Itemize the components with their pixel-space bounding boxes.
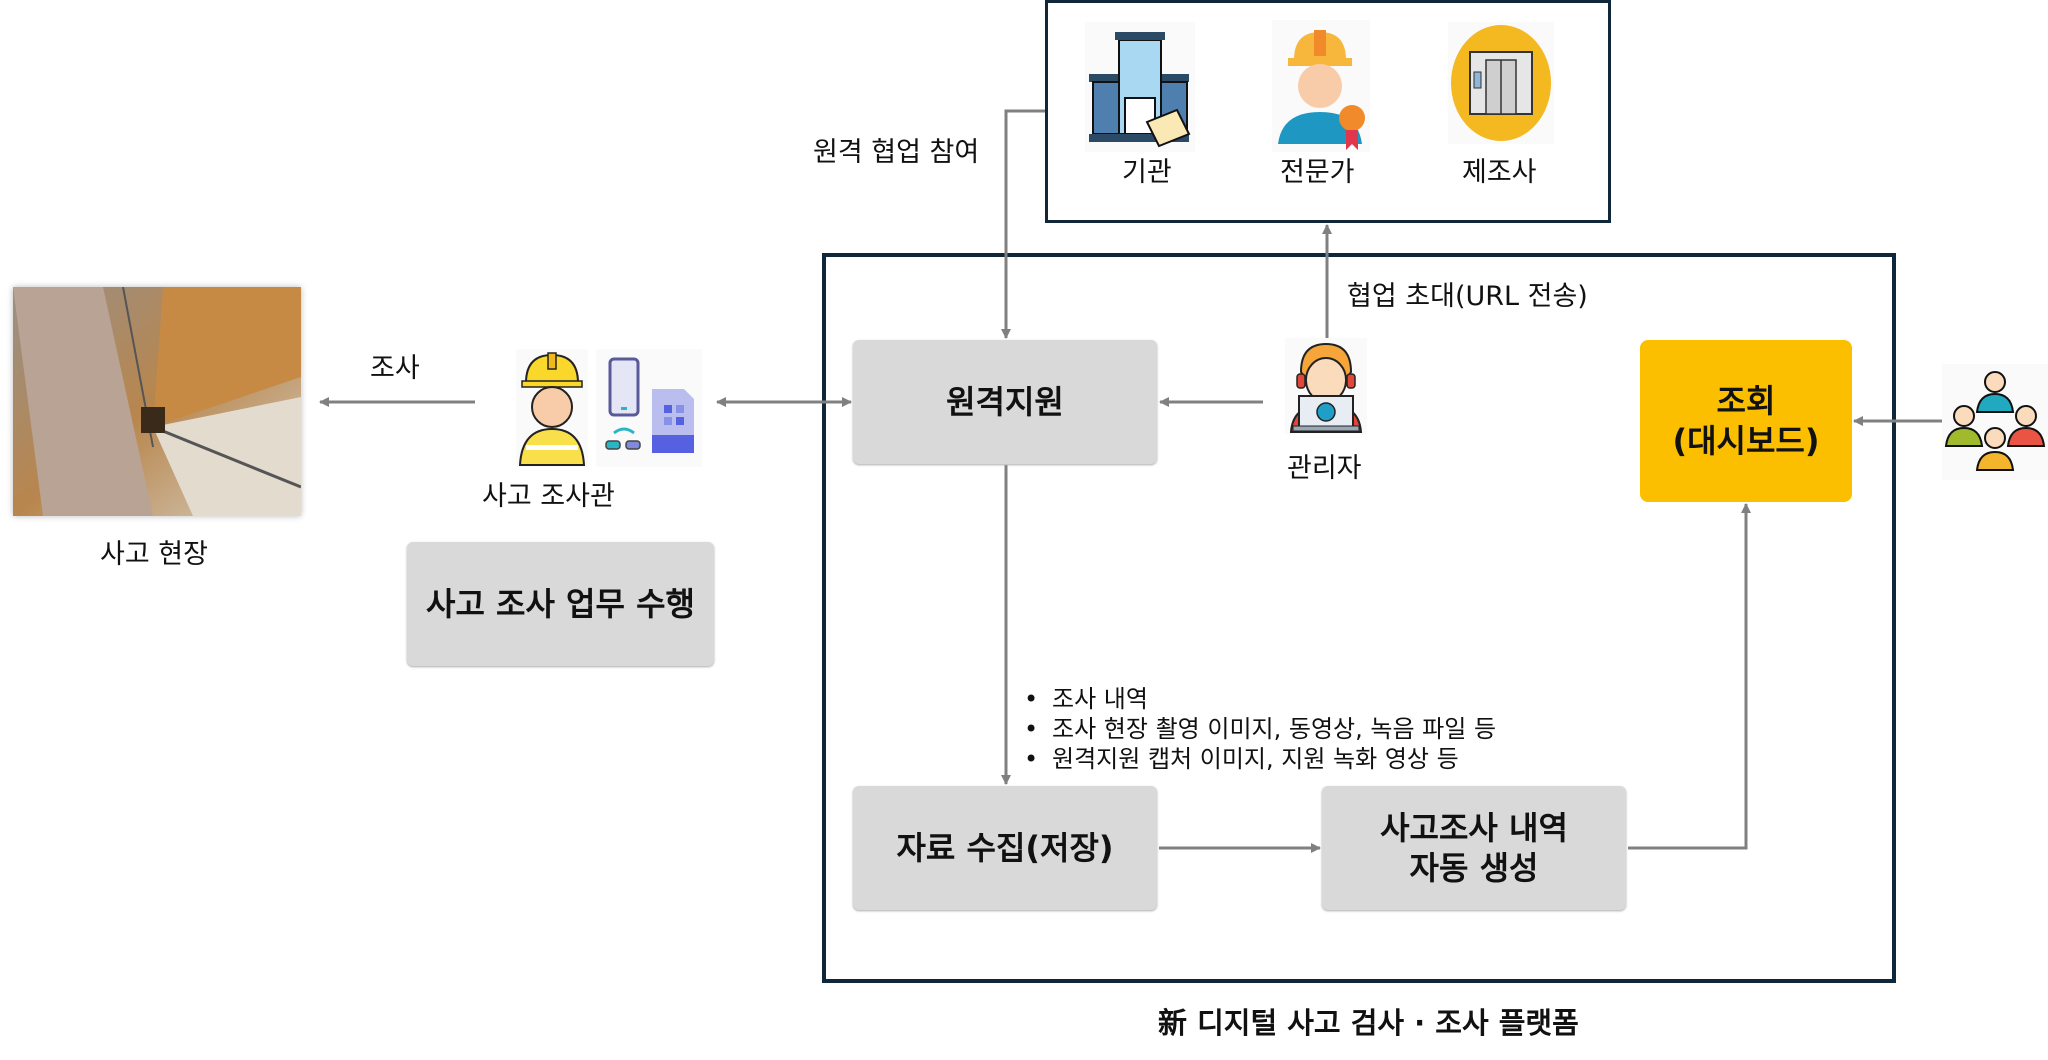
report-box-line1: 사고조사 내역 [1380, 809, 1568, 847]
report-generation-box[interactable]: 사고조사 내역 자동 생성 [1322, 786, 1626, 910]
accident-site-photo [13, 287, 301, 516]
dashboard-box-line2: (대시보드) [1672, 422, 1820, 460]
devices-app-icon [596, 349, 702, 467]
investigation-task-box: 사고 조사 업무 수행 [407, 542, 714, 666]
arrow-report-dashboard [1628, 503, 1751, 850]
users-group-icon [1942, 364, 2048, 480]
dashboard-box[interactable]: 조회 (대시보드) [1640, 340, 1852, 502]
remote-support-box[interactable]: 원격지원 [853, 340, 1157, 464]
arrow-remote-collab [1001, 109, 1045, 339]
expert-icon [1272, 20, 1370, 152]
partner-label-expert: 전문가 [1280, 157, 1355, 188]
platform-title: 新 디지털 사고 검사 · 조사 플랫폼 [1158, 1006, 1579, 1040]
collected-data-list: 조사 내역 조사 현장 촬영 이미지, 동영상, 녹음 파일 등 원격지원 캡처… [1024, 684, 1496, 774]
elevator-icon [1448, 22, 1554, 144]
collected-data-item: 조사 내역 [1024, 684, 1496, 714]
investigate-label: 조사 [370, 353, 420, 384]
collected-data-item: 조사 현장 촬영 이미지, 동영상, 녹음 파일 등 [1024, 714, 1496, 744]
dashboard-box-line1: 조회 [1716, 382, 1776, 420]
partner-label-agency: 기관 [1122, 157, 1172, 188]
admin-label: 관리자 [1287, 453, 1362, 484]
data-collection-box[interactable]: 자료 수집(저장) [853, 786, 1157, 910]
invite-label: 협업 초대(URL 전송) [1347, 281, 1588, 312]
admin-icon [1285, 338, 1367, 434]
report-box-line2: 자동 생성 [1409, 849, 1539, 887]
accident-site-label: 사고 현장 [100, 539, 208, 570]
remote-collab-label: 원격 협업 참여 [813, 137, 980, 168]
collected-data-item: 원격지원 캡처 이미지, 지원 녹화 영상 등 [1024, 744, 1496, 774]
building-icon [1085, 22, 1195, 152]
partner-label-manufacturer: 제조사 [1462, 157, 1537, 188]
platform-frame [822, 253, 1896, 983]
investigator-label: 사고 조사관 [482, 481, 615, 512]
investigator-icon [516, 349, 588, 467]
